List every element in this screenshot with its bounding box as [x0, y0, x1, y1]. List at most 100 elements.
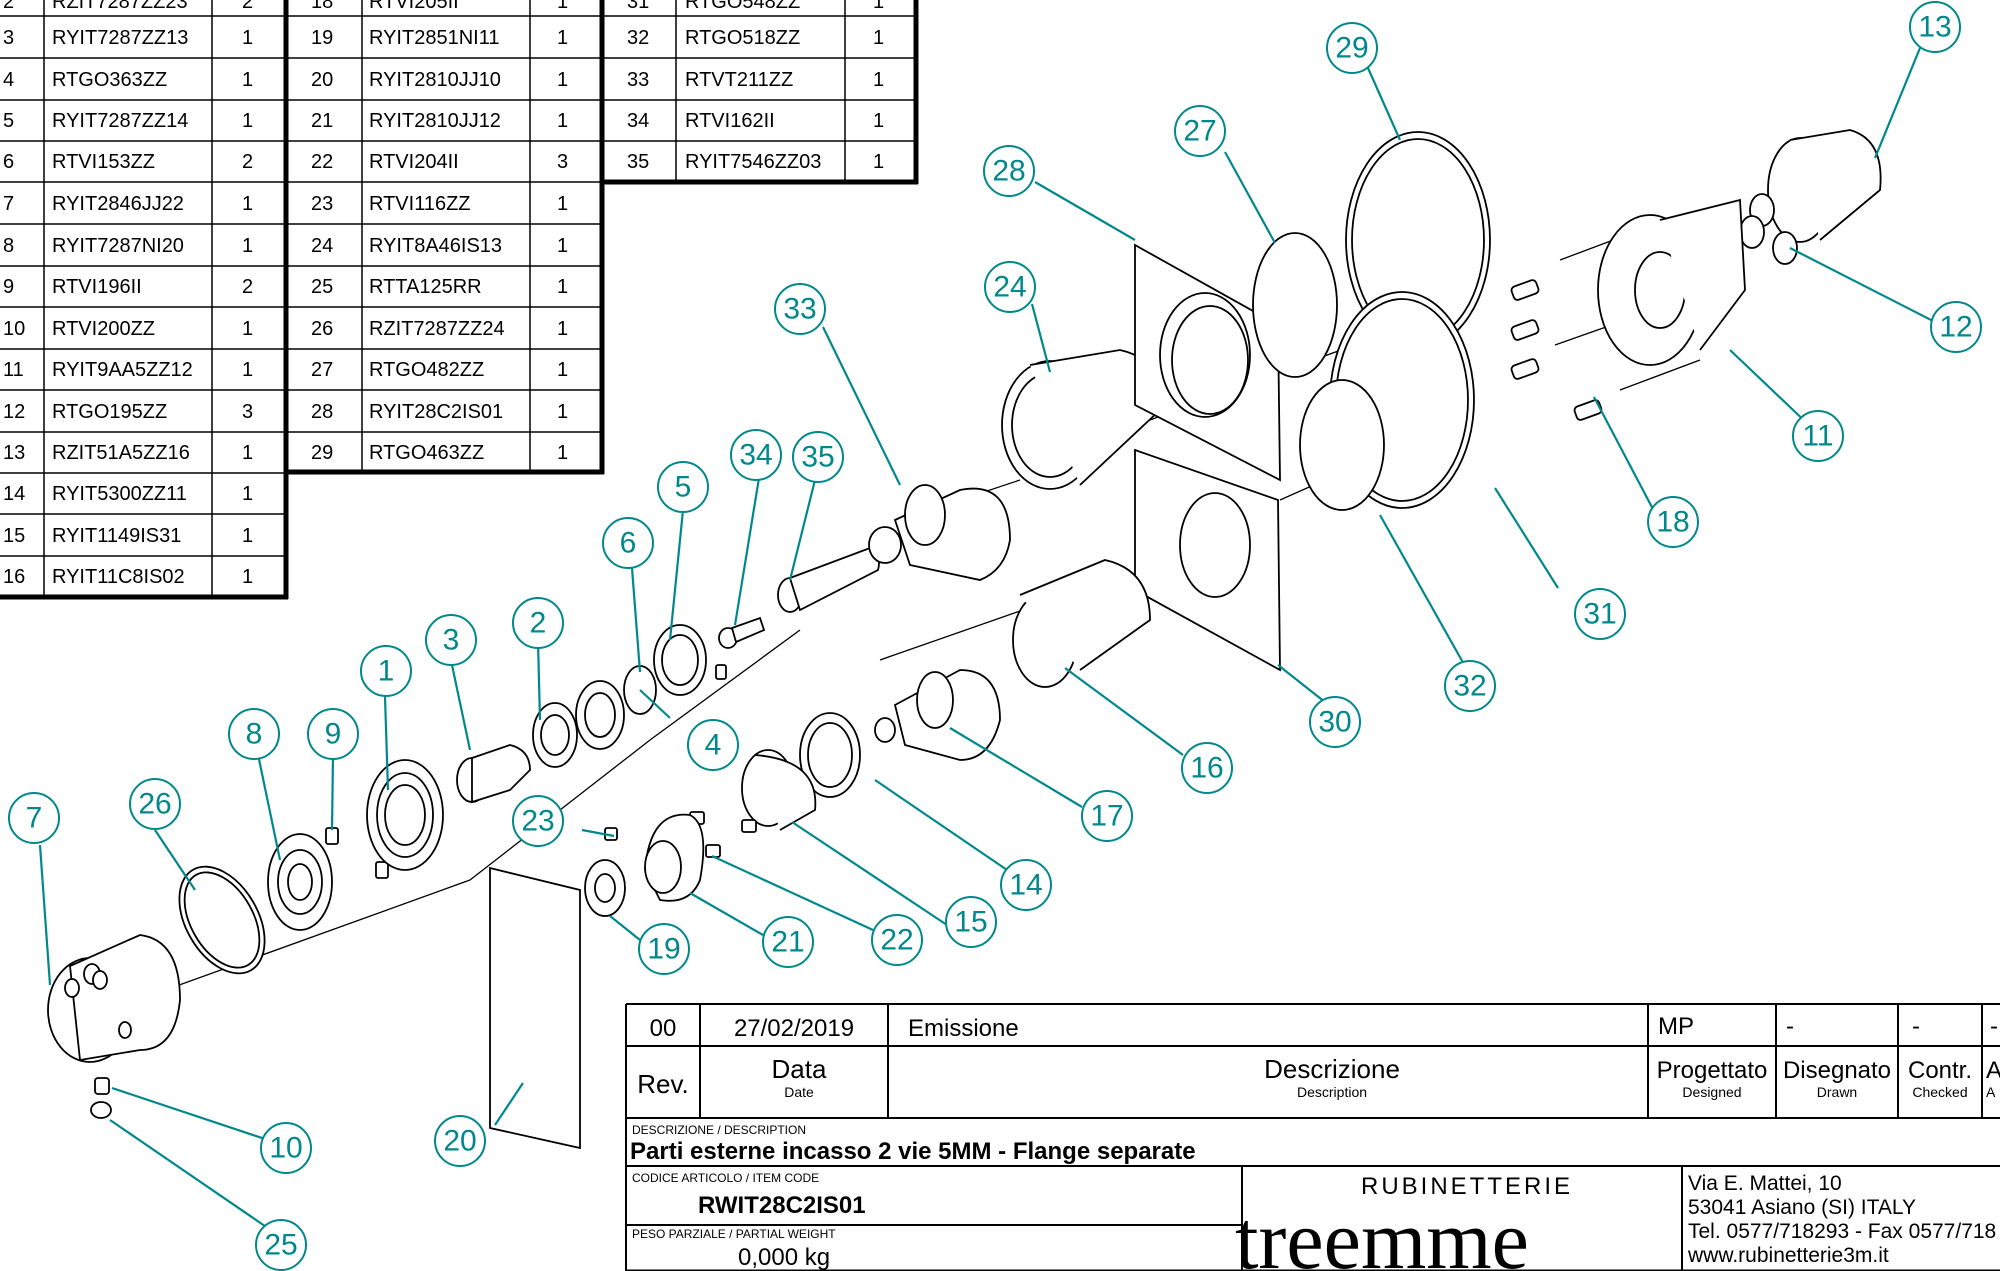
bom-code: RYIT7546ZZ03	[685, 151, 821, 173]
bom-code: RTTA125RR	[369, 276, 482, 298]
tb-address2: 53041 Asiano (SI) ITALY	[1688, 1196, 1916, 1219]
bom-qty: 1	[873, 110, 884, 132]
bom-code: RTVI196II	[52, 276, 142, 298]
tb-weight: 0,000 kg	[738, 1244, 830, 1271]
tb-address1: Via E. Mattei, 10	[1688, 1172, 1842, 1195]
bom-code: RTGO482ZZ	[369, 359, 484, 381]
bom-pos: 21	[311, 110, 333, 132]
bom-col3-rows: 31 RTGO548ZZ 1 32 RTGO518ZZ 1 33 RTVT211…	[627, 0, 884, 173]
svg-text:10: 10	[269, 1132, 302, 1165]
svg-text:2: 2	[530, 607, 547, 640]
bom-pos: 28	[311, 401, 333, 423]
bom-qty: 1	[242, 442, 253, 464]
bom-pos: 9	[3, 276, 14, 298]
part-orings-12	[1739, 193, 1798, 265]
part-nut-5	[653, 624, 707, 696]
bom-qty: 1	[242, 27, 253, 49]
bom-qty: 1	[557, 401, 568, 423]
callout-1: 1	[360, 645, 412, 697]
callout-13: 13	[1909, 1, 1961, 53]
tb-date-label: Data	[772, 1054, 827, 1084]
bom-qty: 1	[242, 566, 253, 588]
bom-code: RYIT5300ZZ11	[52, 483, 187, 505]
bom-pos: 19	[311, 27, 333, 49]
callout-16: 16	[1181, 742, 1233, 794]
svg-text:34: 34	[739, 439, 772, 472]
bom-qty: 2	[242, 151, 253, 173]
svg-text:30: 30	[1318, 706, 1351, 739]
svg-text:1: 1	[378, 655, 395, 688]
bom-qty: 1	[557, 235, 568, 257]
bom-code: RYIT1149IS31	[52, 525, 181, 547]
svg-text:7: 7	[26, 802, 43, 835]
callout-25: 25	[255, 1219, 307, 1271]
bom-qty: 1	[873, 151, 884, 173]
bom-qty: 1	[242, 69, 253, 91]
bom-code: RYIT7287NI20	[52, 235, 184, 257]
svg-text:9: 9	[325, 718, 342, 751]
bom-pos: 34	[627, 110, 649, 132]
bom-table: 2 RZIT7287ZZ23 2 3 RYIT7287ZZ13 1 4 RTGO…	[0, 0, 919, 600]
callout-20: 20	[434, 1115, 486, 1167]
svg-text:28: 28	[992, 155, 1025, 188]
bom-pos: 5	[3, 110, 14, 132]
tb-weight-caption: PESO PARZIALE / PARTIAL WEIGHT	[632, 1227, 836, 1241]
svg-text:20: 20	[443, 1125, 476, 1158]
brand-top: RUBINETTERIE	[1361, 1173, 1573, 1200]
exploded-parts	[47, 129, 1882, 1150]
part-threaded-ring-14	[799, 712, 861, 798]
tb-designed-sublabel: Designed	[1682, 1084, 1741, 1100]
bom-code: RTVI200ZZ	[52, 318, 155, 340]
bom-qty: 2	[242, 276, 253, 298]
callout-14: 14	[1000, 859, 1052, 911]
bom-code: RTGO195ZZ	[52, 401, 167, 423]
bom-code: RYIT11C8IS02	[52, 566, 185, 588]
callout-29: 29	[1326, 22, 1378, 74]
bom-code: RYIT9AA5ZZ12	[52, 359, 193, 381]
bom-qty: 1	[242, 483, 253, 505]
bom-pos: 31	[627, 0, 649, 13]
tb-date-value: 27/02/2019	[734, 1015, 854, 1042]
tb-desc-label: Descrizione	[1264, 1054, 1400, 1084]
bom-pos: 12	[3, 401, 25, 423]
svg-text:17: 17	[1090, 800, 1123, 833]
bom-code: RZIT7287ZZ24	[369, 318, 505, 340]
tb-item-code: RWIT28C2IS01	[698, 1192, 866, 1219]
bom-code: RYIT28C2IS01	[369, 401, 503, 423]
bom-pos: 7	[3, 193, 14, 215]
tb-designed-label: Progettato	[1657, 1057, 1768, 1084]
svg-text:32: 32	[1453, 670, 1486, 703]
bom-code: RTVI205II	[369, 0, 459, 13]
bom-qty: 1	[557, 442, 568, 464]
tb-address3: Tel. 0577/718293 - Fax 0577/718	[1688, 1220, 1996, 1243]
callout-30: 30	[1309, 696, 1361, 748]
bom-pos: 18	[311, 0, 333, 13]
part-flange-lower-30	[1134, 448, 1281, 672]
tb-designed-value: MP	[1658, 1013, 1694, 1040]
svg-text:19: 19	[647, 933, 680, 966]
svg-text:16: 16	[1190, 752, 1223, 785]
callout-33: 33	[774, 283, 826, 335]
bom-code: RTVI153ZZ	[52, 151, 155, 173]
tb-description-caption: DESCRIZIONE / DESCRIPTION	[632, 1123, 806, 1137]
bom-pos: 25	[311, 276, 333, 298]
callout-5: 5	[657, 461, 709, 513]
callout-19: 19	[638, 923, 690, 975]
svg-text:11: 11	[1802, 420, 1833, 453]
part-cone-21	[644, 813, 705, 902]
part-ring-nut-1	[366, 759, 444, 871]
bom-pos: 22	[311, 151, 333, 173]
svg-text:33: 33	[783, 293, 816, 326]
part-cartridge-17	[874, 669, 1001, 761]
svg-text:25: 25	[264, 1229, 297, 1262]
bom-qty: 1	[873, 69, 884, 91]
callout-15: 15	[945, 896, 997, 948]
bom-code: RTGO363ZZ	[52, 69, 167, 91]
svg-text:18: 18	[1656, 506, 1689, 539]
bom-pos: 33	[627, 69, 649, 91]
svg-text:35: 35	[801, 441, 834, 474]
part-oring-27	[1252, 232, 1338, 378]
callout-35: 35	[792, 431, 844, 483]
part-screws-9	[325, 827, 389, 879]
